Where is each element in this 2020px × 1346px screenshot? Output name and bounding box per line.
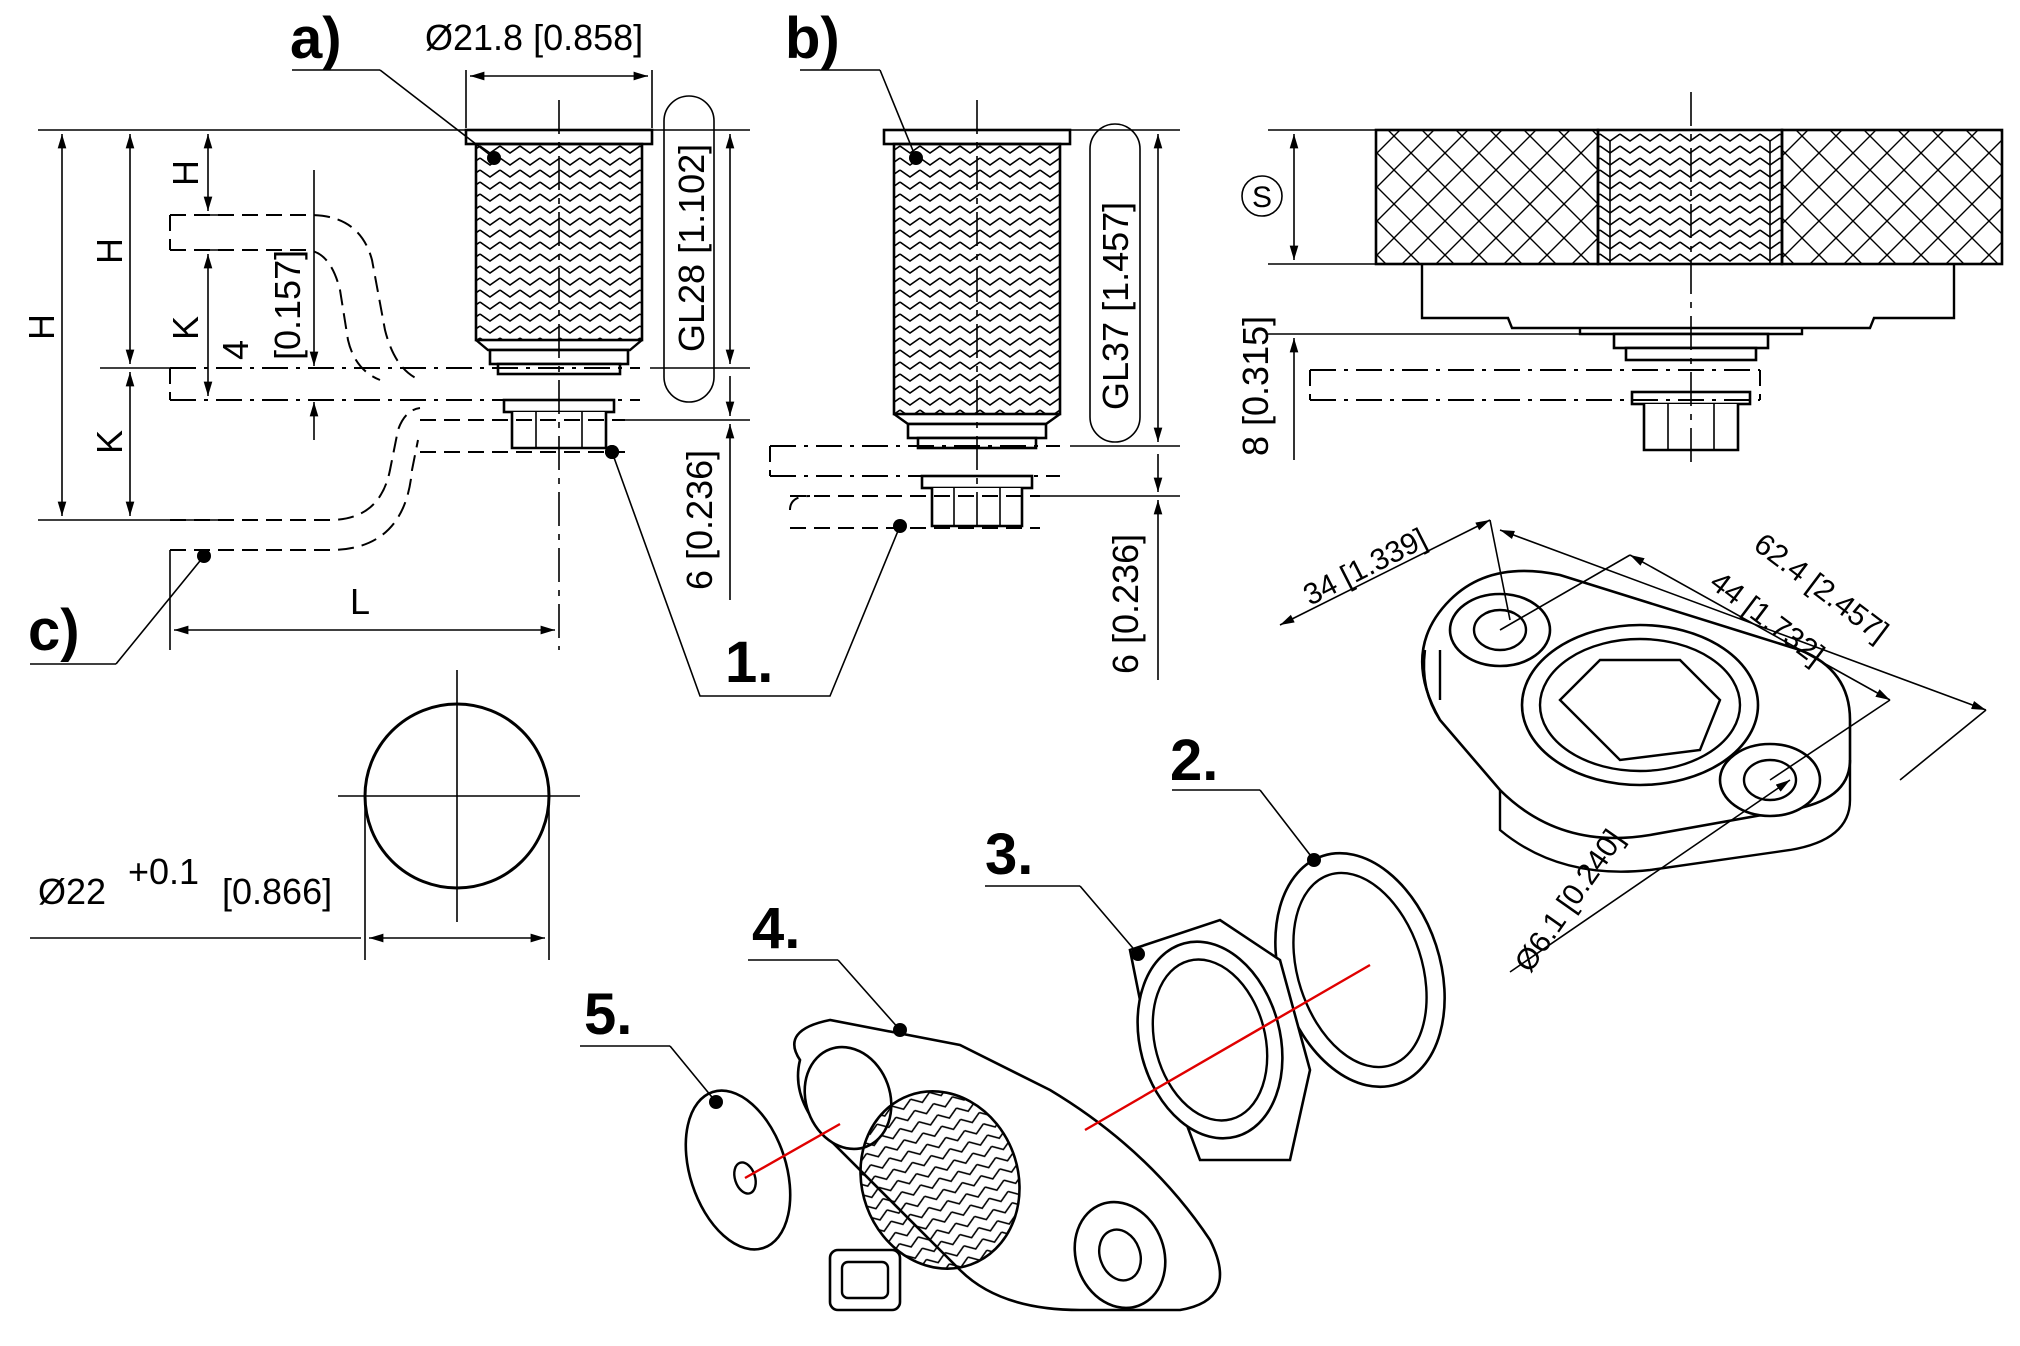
view-a — [30, 69, 750, 665]
dim-H-total: H — [21, 314, 62, 340]
label-b: b) — [785, 6, 840, 71]
dim-four: 4 — [215, 340, 256, 360]
dim-hole-tolerance: +0.1 — [128, 851, 199, 892]
dim-hole-diameter: Ø22 — [38, 871, 106, 912]
dim-outer-diameter: Ø21.8 [0.858] — [425, 17, 643, 58]
label-a: a) — [290, 6, 342, 71]
dim-gl28: GL28 [1.102] — [671, 144, 712, 352]
dim-four-inch: [0.157] — [267, 250, 308, 360]
part-4-flange — [793, 1018, 1222, 1312]
dim-six-a: 6 [0.236] — [679, 450, 720, 590]
dim-hole-inch: [0.866] — [222, 871, 332, 912]
label-part-5: 5. — [584, 982, 632, 1047]
dim-eight: 8 [0.315] — [1235, 316, 1276, 456]
dim-s-mark: S — [1252, 181, 1272, 214]
flange-iso — [1279, 519, 1987, 973]
view-b — [605, 69, 1180, 697]
label-part-3: 3. — [985, 822, 1033, 887]
dim-34: 34 [1.339] — [1298, 522, 1432, 612]
dim-six-b: 6 [0.236] — [1105, 534, 1146, 674]
dim-K-lower: K — [89, 430, 130, 454]
label-part-1: 1. — [725, 630, 773, 695]
exploded-assembly — [580, 789, 1446, 1312]
dim-H-small: H — [165, 160, 206, 186]
label-part-4: 4. — [752, 896, 800, 961]
part-5-washer — [684, 1089, 792, 1251]
label-c: c) — [28, 598, 80, 663]
dim-L: L — [350, 581, 370, 622]
mounting-hole — [30, 670, 580, 960]
dim-gl37: GL37 [1.457] — [1095, 202, 1136, 410]
view-installed — [1241, 92, 2004, 470]
label-part-2: 2. — [1170, 728, 1218, 793]
dim-H-upper: H — [89, 238, 130, 264]
dim-6-1: Ø6.1 [0.240] — [1509, 824, 1631, 978]
dim-K-small: K — [165, 316, 206, 340]
